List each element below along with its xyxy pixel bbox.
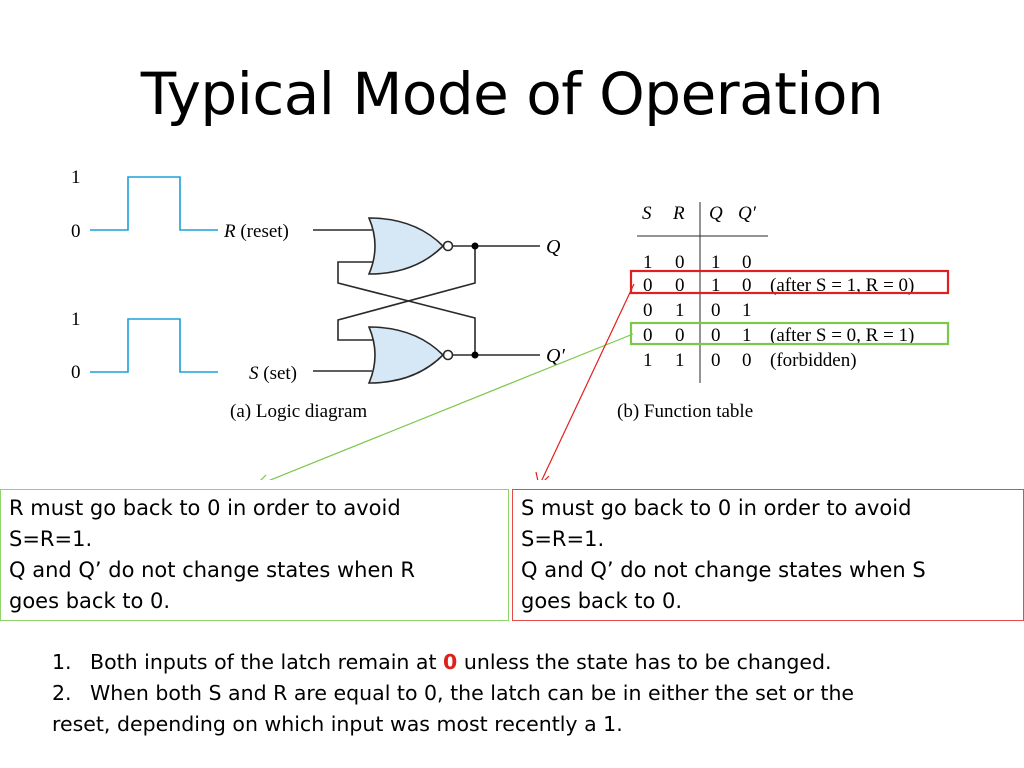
note-s-line4: goes back to 0.: [521, 589, 683, 613]
row4-note: (after S = 0, R = 1): [770, 325, 914, 346]
note-item-1-text-pre: Both inputs of the latch remain at: [90, 650, 444, 674]
row3-q: 0: [711, 300, 721, 321]
note-box-s: S must go back to 0 in order to avoid S=…: [512, 489, 1024, 621]
note-r-line1: R must go back to 0 in order to avoid: [9, 496, 401, 520]
input-s-text: (set): [259, 363, 298, 384]
waveform-r-high-label: 1: [71, 167, 81, 188]
table-header-r: R: [672, 203, 685, 224]
input-r-text: (reset): [236, 221, 289, 242]
note-item-2: 2. When both S and R are equal to 0, the …: [52, 678, 1012, 709]
row1-s: 1: [643, 252, 653, 273]
row2-r: 0: [675, 275, 685, 296]
highlight-box-red: [629, 269, 950, 295]
row5-note: (forbidden): [770, 350, 857, 371]
input-s-letter: S: [249, 363, 259, 384]
row2-q-prime: 0: [742, 275, 752, 296]
arrow-green-head: [260, 474, 267, 480]
table-header-s: S: [642, 203, 652, 224]
caption-function-table: (b) Function table: [617, 401, 753, 422]
input-r-letter: R: [223, 221, 236, 242]
note-item-1-text-post: unless the state has to be changed.: [457, 650, 832, 674]
note-s-line2: S=R=1.: [521, 527, 605, 551]
note-item-2-number: 2.: [52, 681, 72, 705]
row5-r: 1: [675, 350, 685, 371]
note-item-2-continued: reset, depending on which input was most…: [52, 712, 623, 736]
waveform-r-low-label: 0: [71, 221, 81, 242]
note-r-line3: Q and Q’ do not change states when R: [9, 558, 415, 582]
row1-q-prime: 0: [742, 252, 752, 273]
input-s-label: S (set): [249, 363, 297, 384]
input-r-label: R (reset): [223, 221, 289, 242]
latch-wiring: [337, 245, 540, 356]
row5-s: 1: [643, 350, 653, 371]
note-r-line2: S=R=1.: [9, 527, 93, 551]
note-r-line4: goes back to 0.: [9, 589, 171, 613]
row4-q-prime: 1: [742, 325, 752, 346]
waveform-s-low-label: 0: [71, 362, 81, 383]
junction-dot-q: [471, 242, 479, 250]
nor-gate-bottom: [313, 326, 454, 384]
sr-latch-figure: 1 0 1 0 R (reset) S (set) Q Q′ (a) Logic…: [71, 167, 950, 480]
junction-dot-q-prime: [471, 351, 479, 359]
note-s-line1: S must go back to 0 in order to avoid: [521, 496, 912, 520]
note-item-1-number: 1.: [52, 650, 72, 674]
arrow-red-head: [535, 471, 550, 480]
note-item-2-text: When both S and R are equal to 0, the la…: [90, 681, 855, 705]
caption-logic-diagram: (a) Logic diagram: [230, 401, 367, 422]
row3-q-prime: 1: [742, 300, 752, 321]
row1-q: 1: [711, 252, 721, 273]
row2-s: 0: [643, 275, 653, 296]
row4-s: 0: [643, 325, 653, 346]
row2-note: (after S = 1, R = 0): [770, 275, 914, 296]
note-item-1: 1. Both inputs of the latch remain at 0 u…: [52, 647, 1012, 678]
arrow-green-connector: [268, 333, 634, 480]
output-q-label: Q: [546, 236, 561, 258]
notes-list: 1. Both inputs of the latch remain at 0 u…: [52, 647, 1012, 740]
arrow-red-connector: [541, 283, 635, 480]
note-s-line3: Q and Q’ do not change states when S: [521, 558, 926, 582]
row3-s: 0: [643, 300, 653, 321]
highlight-box-green: [629, 321, 950, 346]
output-q-prime-label: Q′: [546, 345, 565, 367]
slide-title: Typical Mode of Operation: [140, 60, 884, 128]
row4-r: 0: [675, 325, 685, 346]
nor-gate-top: [313, 217, 454, 275]
row5-q-prime: 0: [742, 350, 752, 371]
waveform-s-pulse: [90, 318, 218, 373]
row5-q: 0: [711, 350, 721, 371]
waveform-r-pulse: [90, 176, 218, 231]
table-header-q-prime: Q′: [738, 203, 757, 224]
row3-r: 1: [675, 300, 685, 321]
note-item-1-highlight: 0: [443, 650, 458, 674]
row2-q: 1: [711, 275, 721, 296]
table-header-q: Q: [709, 203, 723, 224]
row1-r: 0: [675, 252, 685, 273]
waveform-s-high-label: 1: [71, 309, 81, 330]
row4-q: 0: [711, 325, 721, 346]
note-box-r: R must go back to 0 in order to avoid S=…: [0, 489, 509, 621]
